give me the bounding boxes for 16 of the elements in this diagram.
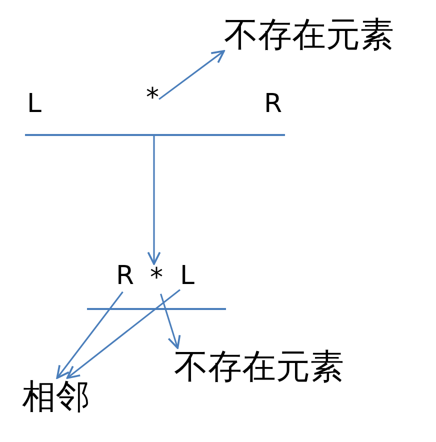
node-label: *: [146, 84, 159, 114]
node-label: 相邻: [22, 378, 90, 418]
node-label: L: [180, 262, 194, 292]
node-label: L: [27, 90, 42, 120]
arrow: [66, 289, 180, 379]
node-label: R: [116, 262, 134, 292]
underline-bar: [87, 308, 226, 310]
node-label: 不存在元素: [174, 348, 344, 388]
underline-bar: [25, 134, 285, 136]
node-label: 不存在元素: [224, 16, 394, 56]
arrow: [147, 136, 161, 265]
node-label: *: [150, 264, 163, 294]
arrow: [160, 294, 181, 349]
arrow: [56, 291, 124, 379]
node-label: R: [264, 90, 282, 120]
arrow: [158, 50, 225, 100]
